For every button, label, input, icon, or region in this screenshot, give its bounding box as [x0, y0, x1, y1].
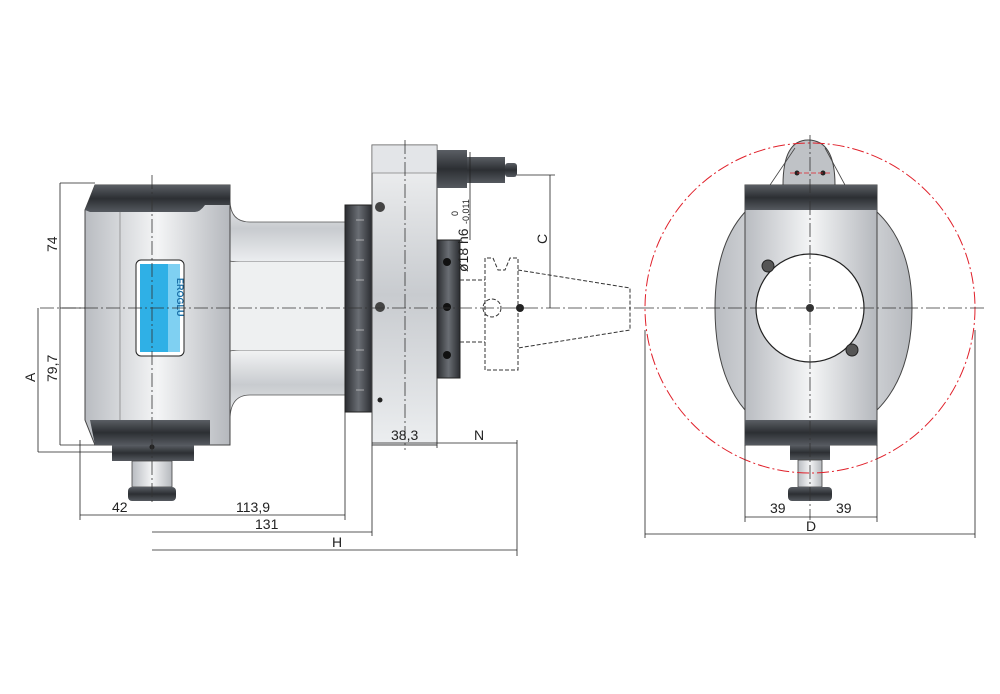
body-bottom-band — [90, 420, 210, 445]
tolerance-lower: -0,011 — [461, 199, 471, 224]
scale-ticks — [356, 219, 364, 391]
dim-shank-diameter: ø18 h6 — [455, 228, 471, 272]
front-dimensions: 39 39 D — [644, 330, 976, 538]
side-view: EROGLU — [84, 144, 631, 501]
index-flange — [344, 204, 373, 413]
drive-spindle — [437, 150, 467, 188]
arm-gap — [230, 262, 345, 350]
housing-block — [371, 144, 438, 446]
dim-113-9: 113,9 — [236, 499, 270, 515]
dim-A: A — [22, 372, 38, 382]
dim-39-left: 39 — [770, 500, 786, 516]
body-top-band — [85, 185, 230, 212]
dim-C: C — [534, 234, 550, 244]
top-knob — [782, 139, 836, 186]
dim-H: H — [332, 534, 342, 550]
front-view — [714, 139, 913, 501]
dim-42: 42 — [112, 499, 128, 515]
dim-38-3: 38,3 — [391, 427, 418, 443]
dim-N: N — [474, 427, 484, 443]
tool-holder-outline — [460, 257, 631, 371]
dim-D: D — [806, 518, 816, 534]
brand-name: EROGLU — [175, 278, 185, 317]
dim-131: 131 — [255, 516, 279, 532]
dim-39-right: 39 — [836, 500, 852, 516]
side-dimensions: 74 79,7 A 42 113,9 131 H 38,3 N C ø18 h6… — [22, 152, 555, 556]
dim-79-7: 79,7 — [44, 355, 60, 382]
tolerance-upper: 0 — [450, 211, 460, 216]
dim-74: 74 — [44, 236, 60, 252]
bottom-clamp-base — [112, 445, 194, 461]
